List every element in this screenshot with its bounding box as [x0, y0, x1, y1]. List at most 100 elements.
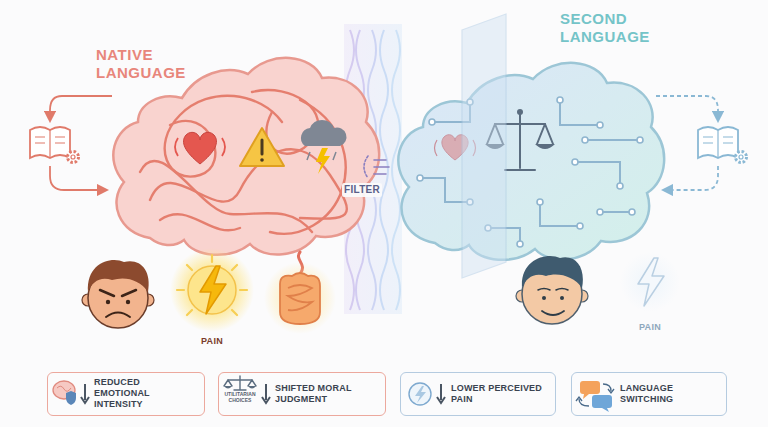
native-brain-part — [140, 90, 347, 234]
pain-bolt-part-part — [177, 255, 247, 315]
moral-icon-part — [265, 384, 267, 400]
calm-face-part — [522, 256, 583, 288]
second-brain-part — [535, 144, 555, 149]
pain-bolt — [170, 248, 254, 332]
angry-face-part — [88, 260, 149, 292]
native-brain-part — [316, 148, 330, 174]
pain-label: PAIN — [192, 336, 232, 347]
switch-icon-part — [608, 389, 614, 393]
gut-part — [288, 285, 312, 310]
box-text-group: LANGUAGE SWITCHING — [620, 383, 720, 405]
second-book-part — [664, 166, 718, 190]
second-brain-part — [517, 109, 523, 115]
filter-band-part — [380, 30, 388, 310]
pain-icon-part — [415, 386, 426, 403]
second-brain-part-part — [429, 119, 435, 125]
second-brain-part-part — [597, 122, 603, 128]
emotion-icon-part — [57, 386, 71, 391]
switch-icon — [576, 381, 614, 412]
summary-box: LOWER PERCEIVED PAIN — [400, 372, 556, 416]
pain-icon-part — [437, 397, 445, 403]
second-book-part — [698, 127, 738, 158]
native-book-part — [71, 155, 75, 159]
moral-icon-part — [248, 386, 256, 389]
pain-bolt-part — [188, 266, 236, 314]
angry-face-part — [106, 300, 110, 304]
second-book-part — [703, 130, 733, 158]
native-brain-part — [222, 138, 225, 156]
emotion-icon — [53, 381, 89, 405]
box-text-group: LOWER PERCEIVED PAIN — [451, 383, 549, 405]
section-heading: SECOND LANGUAGE — [560, 10, 682, 46]
second-brain-part-part — [629, 209, 635, 215]
second-brain-part-part — [577, 223, 583, 229]
icon-caption: UTILITARIAN CHOICES — [221, 392, 259, 403]
box-label: LOWER PERCEIVED PAIN — [451, 383, 549, 405]
pain-icon-part — [440, 384, 442, 400]
native-book-part — [35, 130, 65, 158]
angry-face — [82, 260, 154, 328]
native-book-part — [30, 127, 70, 158]
second-book-part — [739, 155, 743, 159]
faint-pain-bolt — [620, 252, 680, 312]
native-book-part — [50, 96, 112, 120]
second-brain-part-part — [398, 63, 664, 260]
second-book-part — [736, 152, 747, 163]
native-book-part — [50, 166, 106, 190]
glass-panel — [462, 14, 506, 278]
native-brain-part — [184, 132, 217, 164]
second-book-part — [656, 96, 718, 120]
glass-panel-part — [462, 14, 506, 278]
native-brain-part — [240, 128, 284, 166]
pain-icon — [409, 383, 445, 405]
section-heading: NATIVE LANGUAGE — [96, 46, 214, 82]
summary-box: LANGUAGE SWITCHING — [571, 372, 727, 416]
moral-icon-part-part — [228, 376, 252, 390]
calm-face — [516, 256, 588, 324]
switch-icon-part — [602, 408, 609, 412]
emotion-icon-part — [84, 384, 86, 400]
second-brain-part-part — [417, 175, 423, 181]
native-book-part — [68, 152, 79, 163]
moral-icon-part — [224, 386, 232, 389]
switch-icon-part — [603, 384, 611, 391]
calm-face-part — [538, 289, 568, 291]
switch-icon-part — [592, 395, 612, 408]
second-brain-part-part — [557, 97, 563, 103]
filter-icon-part — [374, 160, 389, 174]
pain-bolt-part — [200, 266, 226, 314]
gut-part — [280, 273, 320, 324]
second-brain-part-part — [617, 183, 623, 189]
native-brain-part — [260, 158, 264, 162]
second-brain-part-part — [575, 162, 620, 186]
box-label: REDUCED EMOTIONAL INTENSITY — [94, 377, 198, 410]
faint-pain-bolt-part — [620, 252, 680, 312]
second-brain-part-part — [517, 241, 523, 247]
pain-label: PAIN — [630, 322, 670, 333]
second-brain-part-part — [519, 114, 521, 168]
faint-pain-bolt-part — [638, 258, 664, 306]
native-brain-part-part — [140, 161, 312, 232]
pain-bolt-part — [177, 255, 247, 315]
native-brain-part — [301, 120, 347, 146]
native-brain-part — [113, 58, 379, 255]
filter-icon — [364, 156, 389, 178]
second-brain-part-part — [537, 199, 543, 205]
box-text-group: SHIFTED MORAL JUDGMENT — [275, 383, 379, 405]
box-text-group: REDUCED EMOTIONAL INTENSITY — [94, 377, 198, 410]
emotion-icon-part — [66, 391, 76, 405]
moral-icon-part-part — [224, 380, 256, 386]
second-brain-part-part — [585, 139, 640, 141]
angry-face-part — [106, 313, 130, 318]
native-brain-part — [175, 138, 178, 156]
second-brain-part-part — [582, 137, 588, 143]
calm-face-part — [542, 311, 564, 315]
switch-icon-part — [583, 394, 589, 399]
native-brain-part-part — [160, 214, 240, 230]
calm-face-part — [560, 296, 564, 300]
moral-icon-part — [224, 376, 256, 390]
pain-icon-part — [409, 383, 431, 405]
native-brain-part — [307, 152, 336, 160]
second-brain-part-part — [600, 211, 632, 213]
